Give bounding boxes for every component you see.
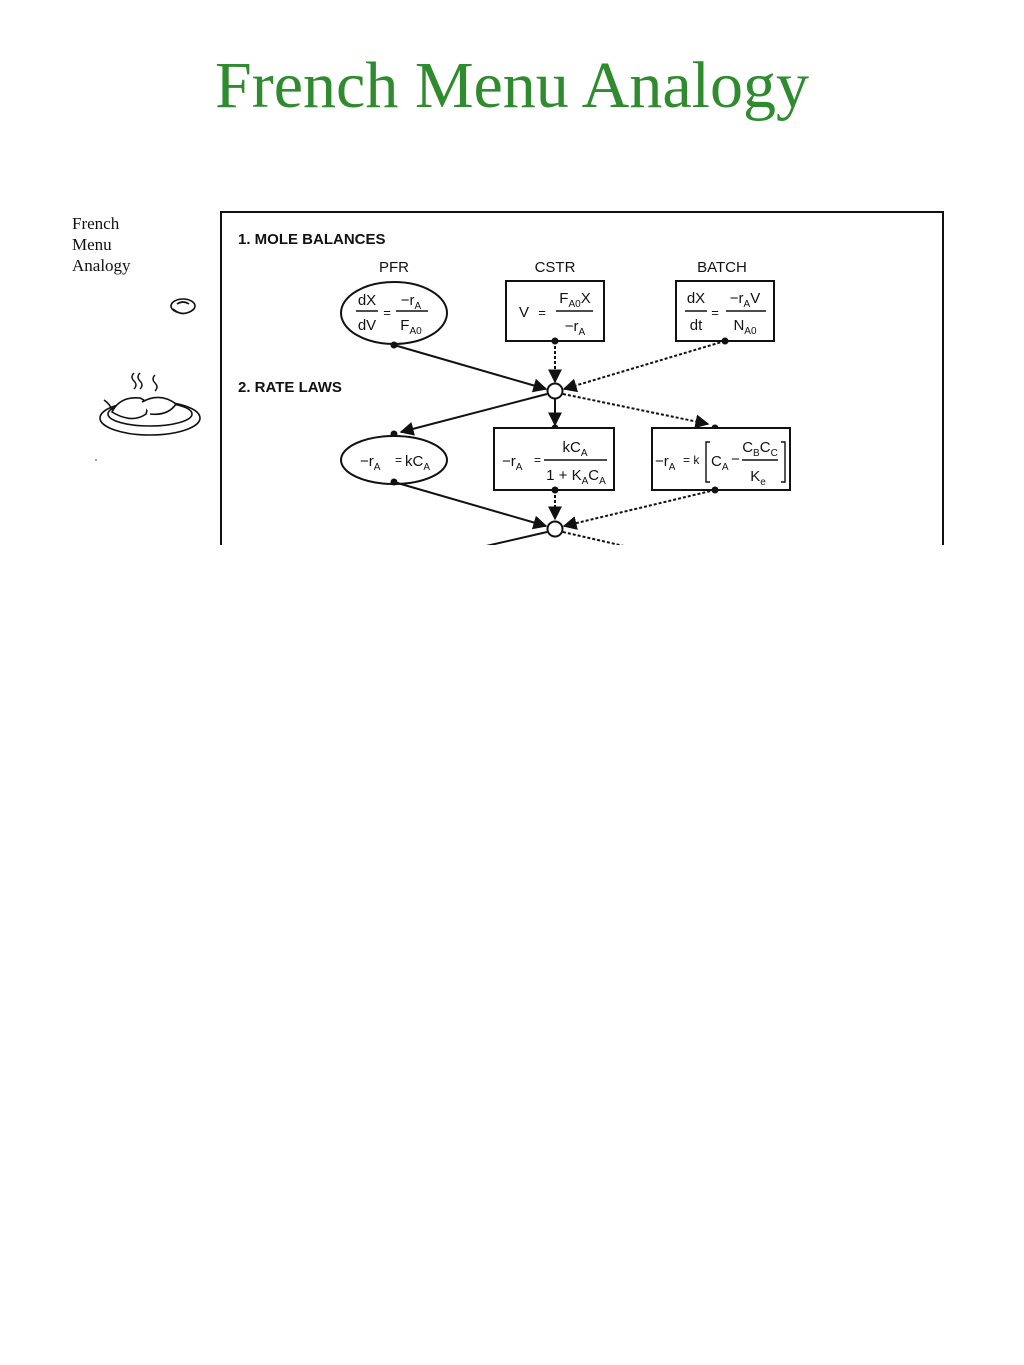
batch-rhs-num: −rAV xyxy=(730,290,760,310)
mushroom-icon xyxy=(170,298,196,315)
side-caption-line-1: French xyxy=(72,214,120,233)
langmuir-num: kCA xyxy=(562,439,587,459)
cstr-rhs-num: FA0X xyxy=(559,290,590,310)
diagram-frame xyxy=(220,211,944,545)
batch-lhs-num: dX xyxy=(687,290,705,307)
pfr-eq: = xyxy=(383,305,391,320)
first-order-eq: = xyxy=(395,453,402,467)
cstr-eq: = xyxy=(538,305,546,320)
langmuir-eq: = xyxy=(534,453,541,467)
junction-node-2 xyxy=(546,520,564,538)
pfr-rhs-den: FA0 xyxy=(400,317,422,337)
rate-law-langmuir: −rA = kCA 1 + KACA xyxy=(493,427,615,491)
cstr-mole-balance: V = FA0X −rA xyxy=(505,280,605,342)
flow-diagram: 1. MOLE BALANCES 2. RATE LAWS PFR CSTR B… xyxy=(95,211,944,545)
side-caption-line-2: Menu xyxy=(72,235,112,254)
rate-law-reversible: −rA = k CA − CBCC Ke xyxy=(651,427,791,491)
connector-dots-1 xyxy=(390,337,729,349)
reactor-label-cstr: CSTR xyxy=(535,259,576,276)
reversible-den: Ke xyxy=(750,468,766,488)
first-order-rhs: kCA xyxy=(405,453,430,473)
cstr-rhs-den: −rA xyxy=(565,318,586,338)
first-order-lhs: −rA xyxy=(360,453,381,473)
reversible-ca: CA xyxy=(711,453,729,473)
reactor-label-batch: BATCH xyxy=(697,259,747,276)
batch-lhs-den: dt xyxy=(690,317,703,334)
reversible-lhs: −rA xyxy=(655,453,676,473)
reversible-num: CBCC xyxy=(742,439,778,459)
langmuir-den: 1 + KACA xyxy=(546,467,606,487)
connectors-stage-2 xyxy=(399,393,710,436)
page-title: French Menu Analogy xyxy=(215,49,809,122)
pfr-mole-balance: dX dV = −rA FA0 xyxy=(340,281,448,345)
right-bracket xyxy=(781,441,786,483)
pfr-rhs-num: −rA xyxy=(401,292,422,312)
junction-node-1 xyxy=(546,382,564,400)
left-bracket xyxy=(705,441,710,483)
langmuir-lhs: −rA xyxy=(502,453,523,473)
side-caption-line-3: Analogy xyxy=(72,256,131,275)
cstr-lhs: V xyxy=(519,304,529,321)
batch-eq: = xyxy=(711,305,719,320)
section-rate-laws: 2. RATE LAWS xyxy=(238,379,342,396)
connectors-stage-1 xyxy=(393,340,726,393)
connector-dots-3 xyxy=(390,478,719,494)
pfr-lhs-num: dX xyxy=(358,292,376,309)
reversible-eq: = k xyxy=(683,453,700,467)
rate-law-first-order: −rA = kCA xyxy=(340,435,448,485)
speck xyxy=(95,459,97,461)
section-mole-balances: 1. MOLE BALANCES xyxy=(238,231,386,248)
batch-mole-balance: dX dt = −rAV NA0 xyxy=(675,280,775,342)
reactor-label-pfr: PFR xyxy=(379,259,409,276)
roast-chicken-icon xyxy=(99,372,201,436)
connectors-stage-3 xyxy=(393,481,716,530)
reversible-minus: − xyxy=(731,451,740,468)
pfr-lhs-den: dV xyxy=(358,317,376,334)
side-caption: French Menu Analogy xyxy=(72,213,162,276)
batch-rhs-den: NA0 xyxy=(733,317,757,337)
connectors-stage-4 xyxy=(485,531,625,545)
